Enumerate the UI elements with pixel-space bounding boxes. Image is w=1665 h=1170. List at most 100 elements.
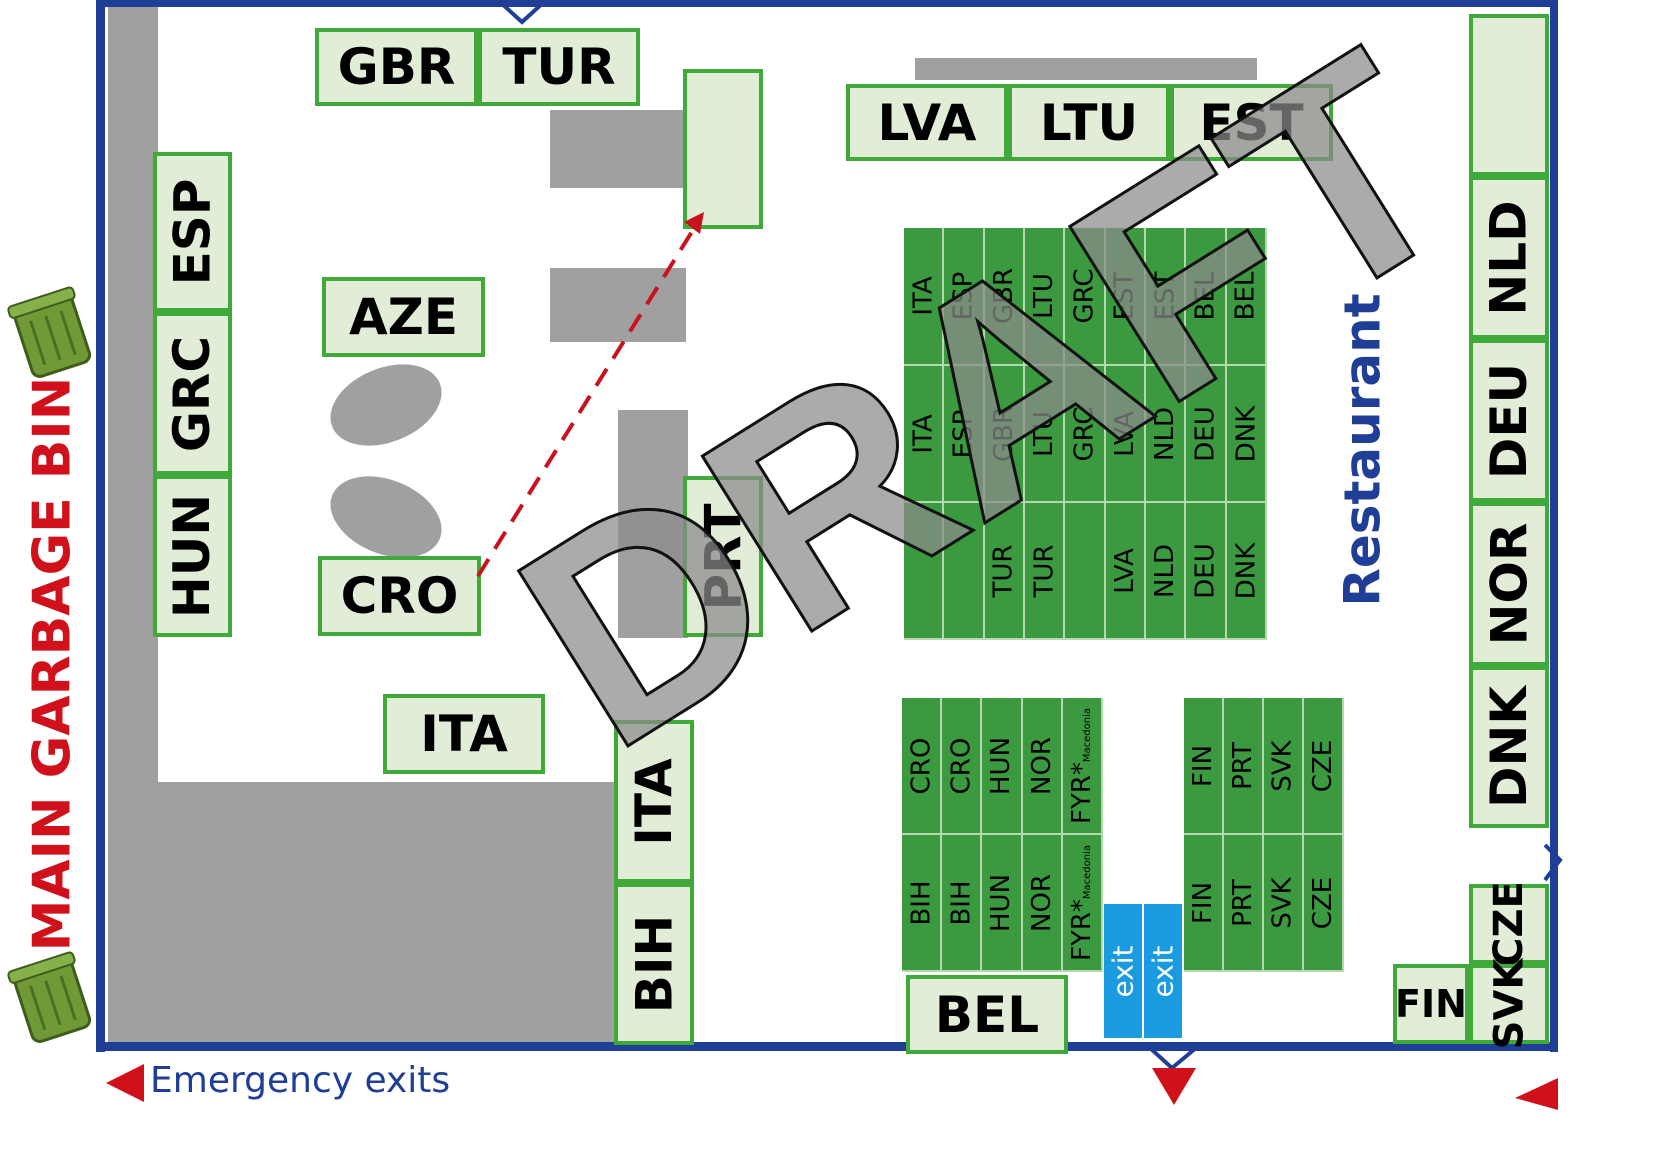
table-cell[interactable]: BIH xyxy=(942,835,983,972)
booth-lva[interactable]: LVA xyxy=(846,84,1008,161)
exit-arrow-bottom xyxy=(1152,1068,1196,1105)
table-cell[interactable]: TUR xyxy=(1024,503,1066,640)
door-marker-top xyxy=(498,0,546,25)
booth-label: LTU xyxy=(1039,93,1139,152)
booth-deu[interactable]: DEU xyxy=(1469,339,1549,502)
booth-bel[interactable]: BEL xyxy=(906,975,1068,1054)
booth-aze[interactable]: AZE xyxy=(322,277,485,357)
legend-exit-arrow xyxy=(106,1064,144,1102)
booth-svk[interactable]: SVK xyxy=(1469,959,1549,1049)
table-cell[interactable]: FYR*Macedonia xyxy=(1062,698,1103,835)
exit-cell-1[interactable]: exit xyxy=(1104,904,1142,1038)
emergency-exits-label: Emergency exits xyxy=(150,1060,451,1101)
table-cell[interactable] xyxy=(944,503,985,640)
booth-grc[interactable]: GRC xyxy=(153,312,232,475)
table-cell[interactable]: BEL xyxy=(1186,228,1227,366)
booth-cze[interactable]: CZE xyxy=(1469,881,1549,967)
table-cell[interactable] xyxy=(1065,503,1106,640)
wall-top xyxy=(96,0,1558,7)
table-cell[interactable]: NLD xyxy=(1145,366,1187,503)
exit-arrow-corner xyxy=(1515,1078,1558,1110)
table-cell[interactable]: EST xyxy=(1105,228,1146,366)
table-cell[interactable]: LVA xyxy=(1105,366,1146,503)
table-cell[interactable]: SVK xyxy=(1264,835,1304,972)
table-cell[interactable]: LTU xyxy=(1024,366,1066,503)
bottom-gray-area xyxy=(108,782,620,1042)
table-cell[interactable]: GRC xyxy=(1065,366,1106,503)
booth-tur[interactable]: TUR xyxy=(478,28,640,106)
table-cell[interactable]: HUN xyxy=(982,835,1023,972)
table-cell[interactable]: ESP xyxy=(944,228,985,366)
table-cell[interactable]: ITA xyxy=(904,228,945,366)
table-cell[interactable]: CZE xyxy=(1304,698,1344,835)
booth-dnk[interactable]: DNK xyxy=(1469,666,1549,828)
table-cell[interactable]: FYR*Macedonia xyxy=(1062,835,1103,972)
table-cell[interactable]: TUR xyxy=(984,503,1025,640)
table-cell[interactable]: SVK xyxy=(1264,698,1304,835)
table-cell[interactable]: NOR xyxy=(1022,835,1063,972)
table-cell[interactable]: ITA xyxy=(904,366,945,503)
booth-nor[interactable]: NOR xyxy=(1469,502,1549,666)
booth-label: GBR xyxy=(337,38,456,96)
gray-block-3 xyxy=(618,410,688,638)
table-cell[interactable]: DNK xyxy=(1226,366,1267,503)
booth-ltu[interactable]: LTU xyxy=(1008,84,1170,161)
booth-esp[interactable]: ESP xyxy=(153,152,232,312)
table-cell[interactable]: BIH xyxy=(902,835,943,972)
booth-empty-right[interactable] xyxy=(1469,14,1549,176)
svg-text:DRAFT: DRAFT xyxy=(467,0,1507,811)
table-cell[interactable]: HUN xyxy=(982,698,1023,835)
booth-label: AZE xyxy=(348,288,459,346)
booth-nld[interactable]: NLD xyxy=(1469,176,1549,339)
garbage-bin-icon-bottom xyxy=(7,951,92,1043)
table-cell[interactable]: DEU xyxy=(1186,503,1227,640)
booth-prt[interactable]: PRT xyxy=(683,476,763,637)
table-cell[interactable]: FIN xyxy=(1184,698,1224,835)
booth-ita-center[interactable]: ITA xyxy=(383,694,545,774)
stage-bar xyxy=(915,58,1257,80)
table-cell[interactable]: NOR xyxy=(1022,698,1063,835)
table-cell[interactable]: DEU xyxy=(1186,366,1227,503)
table-cell[interactable]: CRO xyxy=(902,698,943,835)
booth-gbr[interactable]: GBR xyxy=(315,28,478,106)
booth-fin[interactable]: FIN xyxy=(1393,964,1469,1044)
table-cell[interactable]: GBR xyxy=(984,228,1025,366)
table-cell[interactable]: FIN xyxy=(1184,835,1224,972)
table-cell[interactable]: CZE xyxy=(1304,835,1344,972)
exit-cell-2[interactable]: exit xyxy=(1144,904,1182,1038)
table-cell[interactable]: CRO xyxy=(942,698,983,835)
table-cell[interactable]: GBR xyxy=(984,366,1025,503)
booth-est[interactable]: EST xyxy=(1170,84,1333,161)
emergency-exits-legend: Emergency exits xyxy=(150,1060,450,1106)
booth-ita-lower[interactable]: ITA xyxy=(614,720,694,883)
table-cell[interactable]: PRT xyxy=(1224,698,1264,835)
door-marker-right xyxy=(1543,843,1563,882)
gray-block-2 xyxy=(550,268,686,342)
booth-label: CRO xyxy=(340,567,459,625)
table-cell[interactable]: PRT xyxy=(1224,835,1264,972)
table-cell[interactable]: LVA xyxy=(1105,503,1146,640)
table-cell[interactable]: GRC xyxy=(1065,228,1106,366)
table-cell[interactable] xyxy=(904,503,945,640)
table-cell[interactable]: ESP xyxy=(944,366,985,503)
table-cell[interactable]: NLD xyxy=(1145,503,1187,640)
booth-label: ITA xyxy=(420,705,508,763)
booth-hun[interactable]: HUN xyxy=(153,475,232,637)
table-cell[interactable]: EST xyxy=(1145,228,1187,366)
booth-label: TUR xyxy=(502,38,616,96)
table-cell[interactable]: DNK xyxy=(1226,503,1267,640)
booth-empty-top[interactable] xyxy=(683,69,763,229)
table-cell[interactable]: LTU xyxy=(1024,228,1066,366)
booth-bih[interactable]: BIH xyxy=(614,883,694,1045)
gray-block-1 xyxy=(550,110,690,188)
booth-label: LVA xyxy=(877,93,977,152)
garbage-bin-icon-top xyxy=(7,286,92,378)
table-cell[interactable]: BEL xyxy=(1226,228,1267,366)
booth-label: EST xyxy=(1199,93,1304,152)
booth-cro[interactable]: CRO xyxy=(318,556,481,636)
